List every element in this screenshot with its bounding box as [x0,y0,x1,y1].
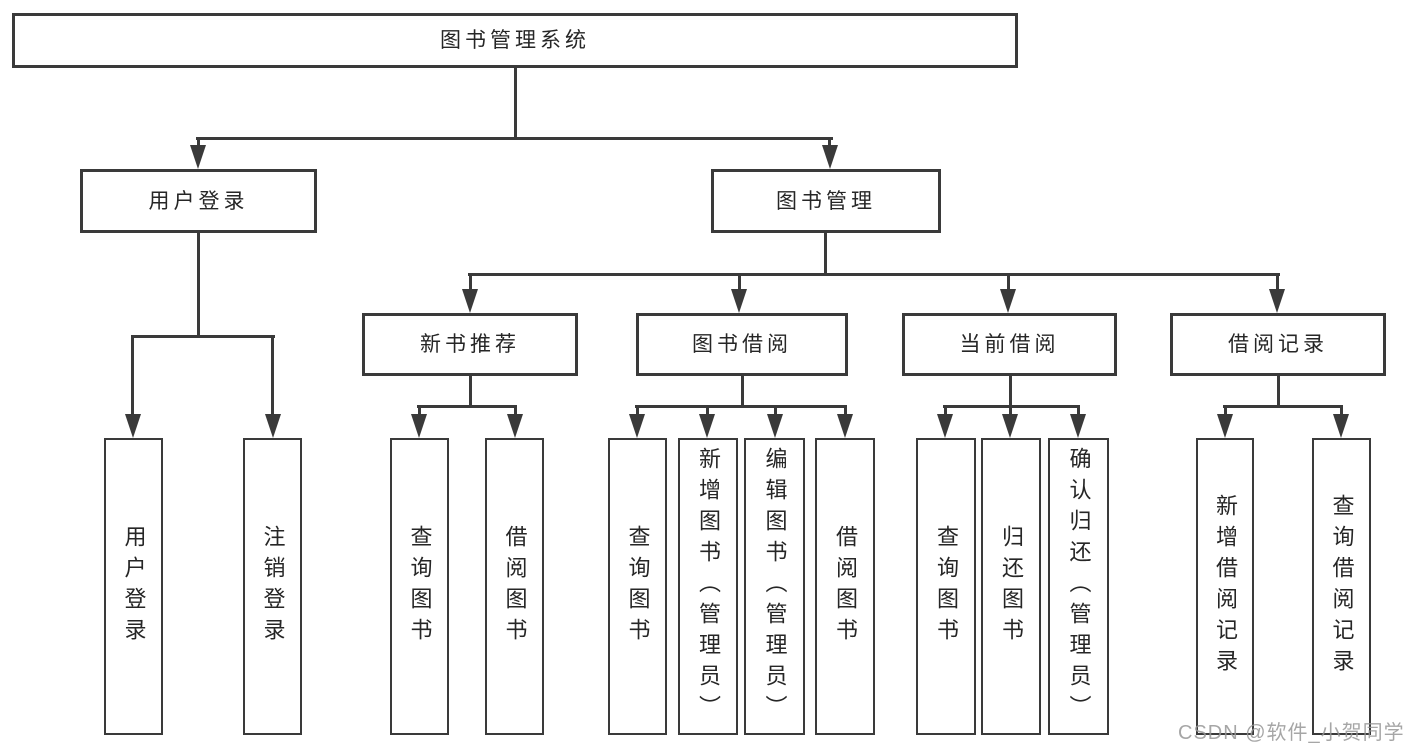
node-current-borrowing: 当前借阅 [902,313,1117,376]
leaf-label: 查询图书 [625,524,651,649]
connector-vline [469,374,472,407]
connector-hline [131,335,275,338]
connector-vline [514,68,517,139]
node-label: 借阅记录 [1228,333,1328,356]
connector-vline [706,405,709,417]
arrow-down-icon [1333,414,1349,438]
connector-hline [417,405,517,408]
connector-vline [1077,405,1080,417]
connector-hline [635,405,847,408]
leaf-label: 新增借阅记录 [1213,493,1238,680]
leaf-borrow-books: 借阅图书 [815,438,875,735]
node-label: 图书管理 [776,189,876,213]
leaf-label: 查询图书 [407,524,433,649]
connector-vline [271,335,274,416]
connector-hline [196,137,833,140]
leaf-borrow-books: 借阅图书 [485,438,544,735]
leaf-query-books: 查询图书 [390,438,449,735]
leaf-return-books: 归还图书 [981,438,1041,735]
arrow-down-icon [1000,289,1016,313]
connector-hline [468,273,1280,276]
leaf-label: 借阅图书 [833,524,858,649]
node-label: 图书借阅 [692,333,792,356]
node-label: 图书管理系统 [440,29,590,52]
connector-vline [197,231,200,338]
node-user-login: 用户登录 [80,169,317,233]
arrow-down-icon [1002,414,1018,438]
leaf-label: 新增图书（管理员） [696,447,721,726]
node-label: 新书推荐 [420,333,520,356]
connector-vline [1340,405,1343,417]
leaf-query-borrow-record: 查询借阅记录 [1312,438,1371,735]
arrow-down-icon [190,145,206,169]
arrow-down-icon [125,414,141,438]
leaf-label: 查询图书 [934,524,959,649]
arrow-down-icon [265,414,281,438]
leaf-query-books: 查询图书 [608,438,667,735]
node-new-book-recommendation: 新书推荐 [362,313,578,376]
leaf-query-books: 查询图书 [916,438,976,735]
leaf-label: 查询借阅记录 [1329,493,1355,680]
arrow-down-icon [1217,414,1233,438]
connector-vline [197,137,200,151]
connector-vline [828,137,831,151]
connector-vline [1009,405,1012,417]
connector-vline [738,273,741,290]
connector-vline [1007,273,1010,290]
leaf-label: 编辑图书（管理员） [762,447,788,726]
connector-vline [1009,374,1012,407]
connector-vline [514,405,517,417]
arrow-down-icon [767,414,783,438]
arrow-down-icon [822,145,838,169]
leaf-label: 注销登录 [260,524,286,649]
connector-vline [418,405,421,417]
connector-vline [844,405,847,417]
node-label: 当前借阅 [959,333,1060,356]
connector-vline [741,374,744,407]
node-library-system: 图书管理系统 [12,13,1018,68]
connector-hline [1223,405,1343,408]
node-book-management: 图书管理 [711,169,941,233]
connector-vline [1276,273,1279,290]
node-book-borrowing: 图书借阅 [636,313,848,376]
arrow-down-icon [1269,289,1285,313]
arrow-down-icon [699,414,715,438]
arrow-down-icon [731,289,747,313]
connector-vline [469,273,472,290]
connector-vline [1277,374,1280,407]
connector-vline [131,335,134,416]
arrow-down-icon [507,414,523,438]
leaf-user-login: 用户登录 [104,438,163,735]
leaf-confirm-return-admin: 确认归还（管理员） [1048,438,1109,735]
arrow-down-icon [462,289,478,313]
node-borrowing-records: 借阅记录 [1170,313,1386,376]
arrow-down-icon [837,414,853,438]
leaf-edit-books-admin: 编辑图书（管理员） [744,438,805,735]
connector-vline [824,231,827,276]
leaf-label: 用户登录 [121,524,147,649]
connector-vline [774,405,777,417]
leaf-logout: 注销登录 [243,438,302,735]
node-label: 用户登录 [148,189,249,213]
connector-vline [636,405,639,417]
connector-vline [1224,405,1227,417]
connector-vline [944,405,947,417]
arrow-down-icon [629,414,645,438]
arrow-down-icon [1070,414,1086,438]
watermark-text: CSDN @软件_小贺同学 [1178,722,1405,744]
leaf-label: 借阅图书 [502,524,528,649]
leaf-label: 确认归还（管理员） [1066,447,1092,726]
leaf-add-borrow-record: 新增借阅记录 [1196,438,1254,735]
arrow-down-icon [411,414,427,438]
leaf-add-books-admin: 新增图书（管理员） [678,438,738,735]
leaf-label: 归还图书 [999,524,1024,649]
arrow-down-icon [937,414,953,438]
